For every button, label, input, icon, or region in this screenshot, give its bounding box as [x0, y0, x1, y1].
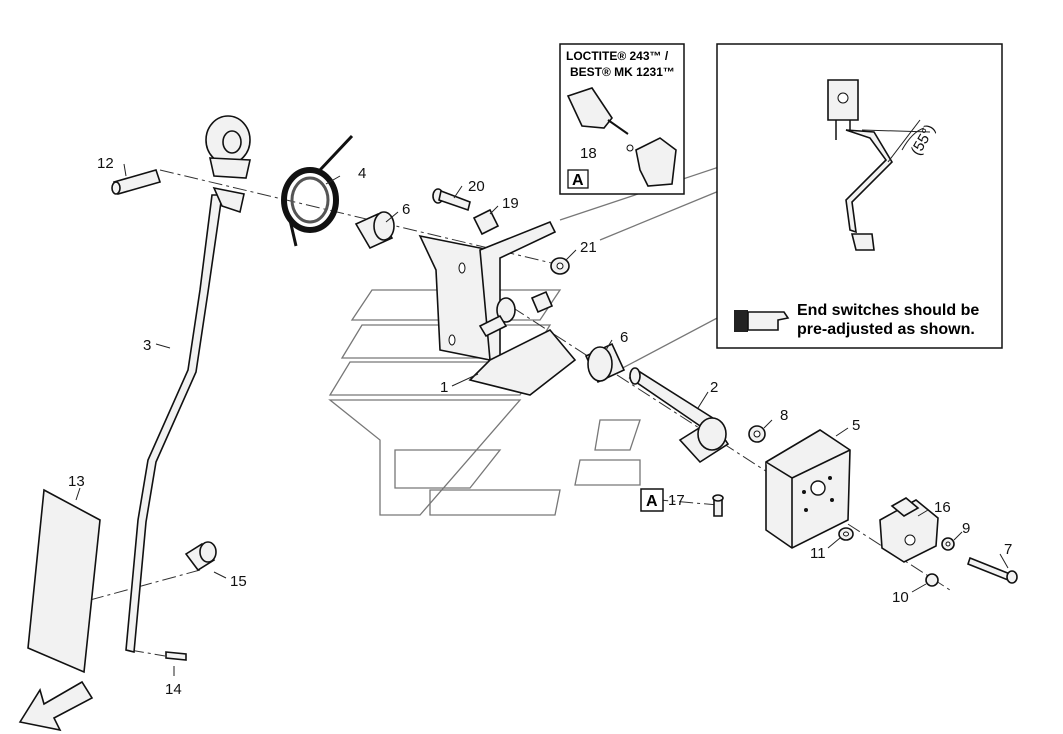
callout-18: 18	[580, 145, 597, 162]
callout-11: 11	[810, 545, 826, 562]
washer-9	[941, 537, 955, 551]
inset-note-line2: pre-adjusted as shown.	[797, 321, 975, 338]
pin-12	[111, 169, 162, 195]
callout-13: 13	[68, 473, 85, 490]
callout-21: 21	[580, 239, 597, 256]
callout-8: 8	[780, 407, 788, 424]
callout-7: 7	[1004, 541, 1012, 558]
inset-note-line1: End switches should be	[797, 302, 979, 319]
loctite-marker-a: A	[572, 172, 584, 189]
callout-2: 2	[710, 379, 718, 396]
callout-5: 5	[852, 417, 860, 434]
torsion-spring	[281, 134, 354, 247]
nut-8	[748, 425, 766, 443]
nut-21	[550, 257, 570, 275]
screw-17	[712, 494, 724, 517]
callout-10: 10	[892, 589, 909, 606]
loctite-box: LOCTITE® 243™ / BEST® MK 1231™ 18 A	[559, 43, 685, 195]
pedal-lever	[125, 115, 251, 654]
callout-4: 4	[358, 165, 366, 182]
reference-marker-a-letter: A	[646, 493, 658, 510]
pointing-hand-icon	[734, 310, 790, 332]
callout-15: 15	[230, 573, 247, 590]
callout-20: 20	[468, 178, 485, 195]
callout-16: 16	[934, 499, 951, 516]
hand-icon	[635, 137, 677, 187]
callout-3: 3	[143, 337, 151, 354]
callout-19: 19	[502, 195, 519, 212]
spacer-19	[472, 208, 500, 236]
callout-1: 1	[440, 379, 448, 396]
loctite-line2: BEST® MK 1231™	[570, 65, 675, 79]
end-switch-inset: (55°) End switches should be pre-adjuste…	[716, 43, 1003, 349]
front-direction-arrow-icon	[18, 680, 94, 732]
bumper-15	[184, 541, 217, 572]
pin-14	[165, 651, 187, 661]
callout-6-upper: 6	[402, 201, 410, 218]
bracket	[418, 220, 577, 396]
callout-labels: 12 4 6 20 19 21 3 6 1 2 8 5 13 17 16 9 7…	[68, 155, 1012, 698]
end-switch	[879, 497, 939, 563]
callout-12: 12	[97, 155, 114, 172]
leader-lines	[75, 163, 1009, 676]
screw-7	[967, 556, 1018, 584]
switch-plate	[765, 429, 851, 549]
callout-14: 14	[165, 681, 182, 698]
nut-10	[925, 573, 939, 587]
callout-17: 17	[668, 492, 685, 509]
pedal-pad	[27, 488, 101, 674]
shaft-with-cam	[628, 367, 730, 464]
bushing-6-upper	[354, 211, 395, 250]
callout-9: 9	[962, 520, 970, 537]
callout-6-lower: 6	[620, 329, 628, 346]
bolt-20	[432, 188, 471, 212]
reference-marker-a: A	[640, 488, 664, 512]
bushing-6-lower	[584, 342, 626, 384]
loctite-line1: LOCTITE® 243™ /	[566, 49, 669, 63]
adhesive-bottle-icon	[566, 87, 613, 129]
washer-11	[838, 527, 854, 541]
